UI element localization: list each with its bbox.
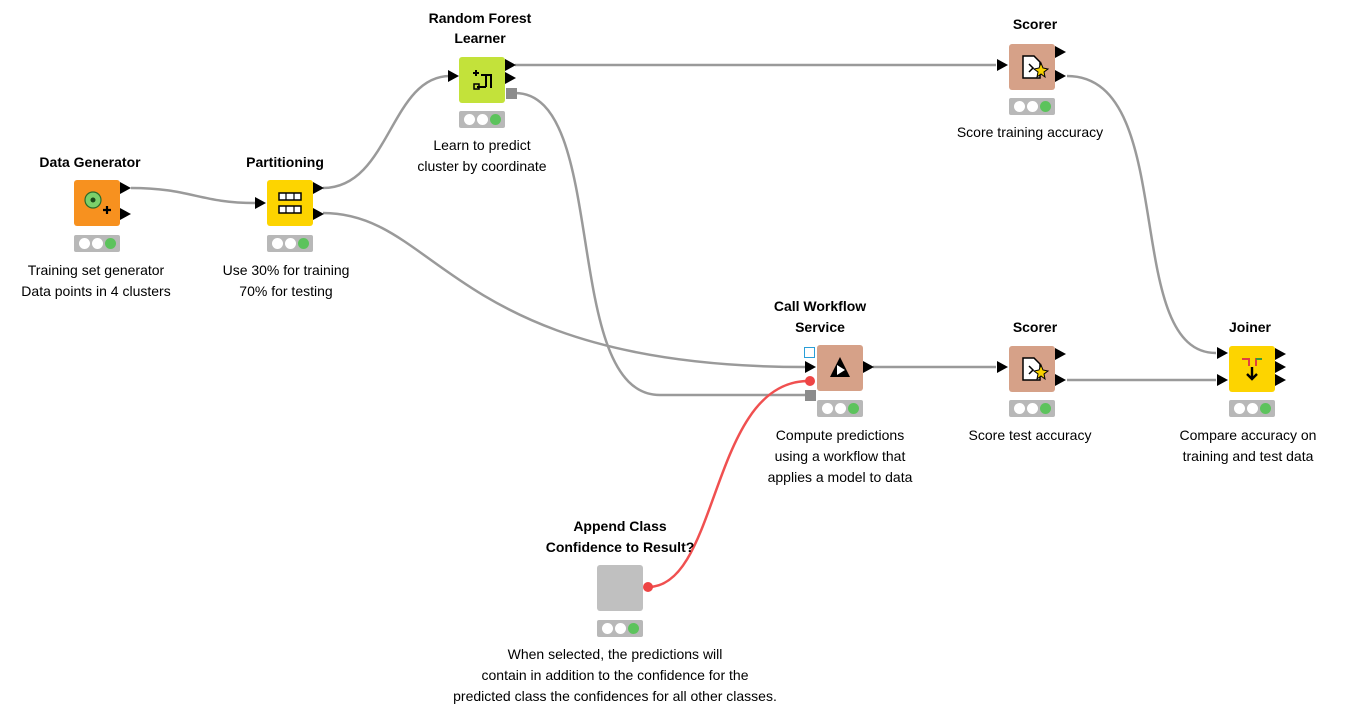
scorer-icon[interactable] — [1009, 346, 1055, 392]
output-port[interactable] — [313, 182, 324, 194]
node-status-indicator — [1229, 400, 1275, 417]
node-status-indicator — [74, 235, 120, 252]
node-description-line: Learn to predict — [433, 137, 531, 153]
node-description-line: training and test data — [1182, 448, 1314, 464]
model-output-port[interactable] — [506, 88, 517, 99]
node-description-line: 70% for testing — [239, 283, 333, 299]
connection-scorertrain-joiner — [1066, 74, 1217, 355]
input-port[interactable] — [1217, 347, 1228, 359]
input-port[interactable] — [997, 59, 1008, 71]
node-title: Partitioning — [246, 154, 324, 170]
connection-partitioning-callworkflow — [322, 211, 806, 369]
node-description-line: Compute predictions — [775, 427, 905, 443]
node-description-line: When selected, the predictions will — [507, 646, 723, 662]
node-status-indicator — [459, 111, 505, 128]
random-forest-icon[interactable] — [459, 57, 505, 103]
input-port[interactable] — [1217, 374, 1228, 386]
node-title: Scorer — [1012, 319, 1058, 335]
node-status-indicator — [597, 620, 643, 637]
output-port[interactable] — [120, 182, 131, 194]
scorer-icon[interactable] — [1009, 44, 1055, 90]
node-description-line: Data points in 4 clusters — [21, 283, 171, 299]
output-port[interactable] — [1055, 348, 1066, 360]
node-description-line: Training set generator — [27, 262, 165, 278]
data-generator-glyph-icon — [84, 191, 111, 214]
node-title: Append Class — [573, 518, 667, 534]
node-title: Data Generator — [39, 154, 141, 170]
output-port[interactable] — [120, 208, 131, 220]
node-title: Scorer — [1012, 16, 1058, 32]
node-title: Service — [795, 319, 845, 335]
input-port[interactable] — [255, 197, 266, 209]
node-description-line: contain in addition to the confidence fo… — [481, 667, 749, 683]
connection-datagen-partitioning — [130, 186, 256, 205]
output-port[interactable] — [1275, 374, 1286, 386]
node-description-line: cluster by coordinate — [417, 158, 547, 174]
node-description-line: applies a model to data — [767, 469, 913, 485]
node-status-indicator — [1009, 98, 1055, 115]
boolean-configuration-icon[interactable] — [597, 565, 643, 611]
output-port[interactable] — [313, 208, 324, 220]
output-port[interactable] — [505, 59, 516, 71]
partition-table-icon — [278, 192, 302, 214]
node-status-indicator — [817, 400, 863, 417]
joiner-icon[interactable] — [1229, 346, 1275, 392]
input-port[interactable] — [805, 361, 816, 373]
connection-model-callworkflow — [514, 91, 805, 397]
node-description-line: Use 30% for training — [222, 262, 350, 278]
node-description-line: Score training accuracy — [956, 124, 1104, 140]
connection-partitioning-rflearner — [322, 74, 451, 190]
input-port[interactable] — [997, 361, 1008, 373]
workflow-play-icon — [830, 357, 850, 377]
node-description-line: Score test accuracy — [968, 427, 1092, 443]
node-title: Random Forest — [428, 10, 532, 26]
flow-variable-output-port[interactable] — [643, 582, 653, 592]
call-workflow-icon[interactable] — [817, 345, 863, 391]
flow-variable-connection — [647, 379, 809, 589]
output-port[interactable] — [863, 361, 874, 373]
output-port[interactable] — [1055, 374, 1066, 386]
output-port[interactable] — [1275, 361, 1286, 373]
node-title: Call Workflow — [773, 298, 867, 314]
scorer-document-icon — [1022, 55, 1050, 79]
scorer-document-icon — [1022, 357, 1050, 381]
model-input-port[interactable] — [805, 390, 816, 401]
output-port[interactable] — [1055, 70, 1066, 82]
flow-variable-input-port[interactable] — [805, 376, 815, 386]
tree-learner-icon — [473, 70, 492, 90]
node-title: Learner — [454, 30, 506, 46]
output-port[interactable] — [1275, 348, 1286, 360]
node-description-line: Compare accuracy on — [1179, 427, 1317, 443]
join-arrows-icon — [1242, 358, 1262, 381]
node-title: Confidence to Result? — [545, 539, 695, 555]
input-port[interactable] — [448, 70, 459, 82]
input-port-optional[interactable] — [804, 347, 815, 358]
data-generator-icon[interactable] — [74, 180, 120, 226]
output-port[interactable] — [1055, 46, 1066, 58]
output-port[interactable] — [505, 72, 516, 84]
node-title: Joiner — [1228, 319, 1271, 335]
partitioning-icon[interactable] — [267, 180, 313, 226]
node-description-line: using a workflow that — [774, 448, 906, 464]
node-description-line: predicted class the confidences for all … — [453, 688, 777, 704]
node-status-indicator — [267, 235, 313, 252]
node-status-indicator — [1009, 400, 1055, 417]
